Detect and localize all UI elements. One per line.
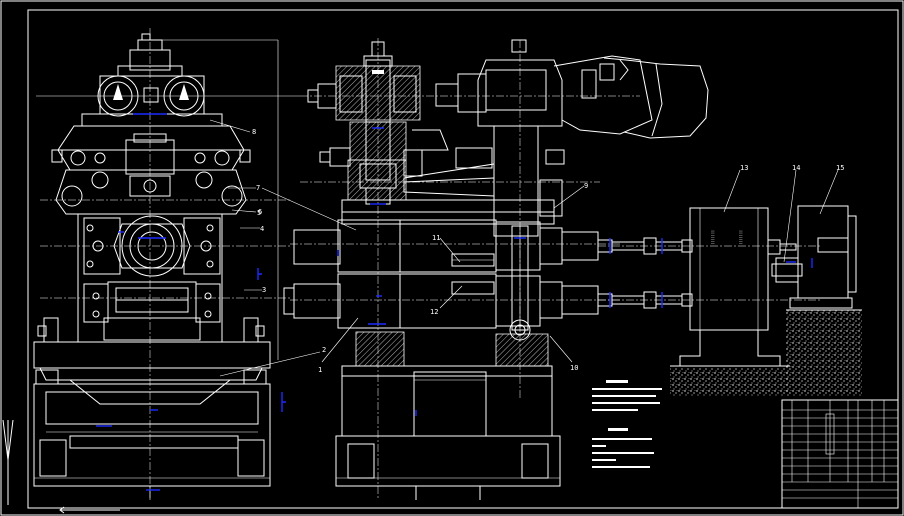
balloon-15: 15 <box>836 164 844 172</box>
balloon-10: 10 <box>570 364 578 372</box>
balloon-9: 9 <box>584 182 588 190</box>
balloon-11: 11 <box>432 234 440 242</box>
balloon-13: 13 <box>740 164 748 172</box>
balloon-5: 5 <box>257 209 261 217</box>
balloon-14: 14 <box>792 164 800 172</box>
balloon-6: 6 <box>258 208 262 216</box>
balloon-3: 3 <box>262 286 266 294</box>
balloon-8: 8 <box>252 128 256 136</box>
title-block <box>781 399 899 509</box>
balloon-12: 12 <box>430 308 438 316</box>
svg-text:|||||||: ||||||| <box>739 230 743 244</box>
item-balloons: 1 2 3 4 5 6 7 8 9 10 11 12 13 14 15 <box>252 128 844 374</box>
balloon-4: 4 <box>260 225 264 233</box>
balloon-1: 1 <box>318 366 322 374</box>
drive-train-view: ||||||| ||||||| <box>597 205 862 396</box>
left-end-view <box>33 28 300 500</box>
front-elevation-view <box>283 38 709 500</box>
technical-notes <box>592 380 662 468</box>
svg-text:|||||||: ||||||| <box>711 230 715 244</box>
balloon-7: 7 <box>256 184 260 192</box>
leader-lines <box>209 119 839 377</box>
balloon-2: 2 <box>322 346 326 354</box>
